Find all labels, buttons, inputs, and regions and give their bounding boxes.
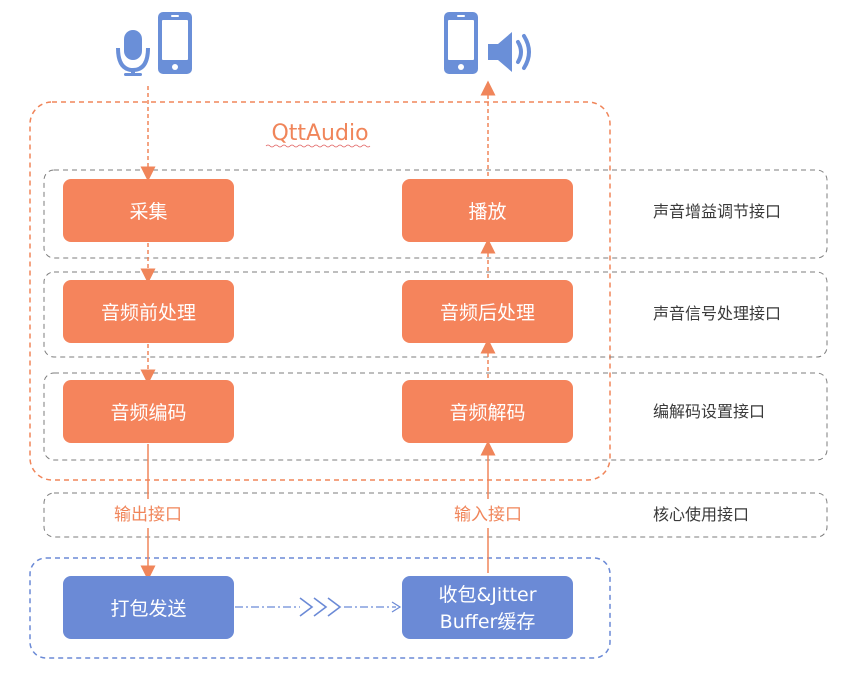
decode-box: 音频解码 [402, 380, 573, 443]
title-underline [265, 144, 371, 148]
core-usage-interface-label: 核心使用接口 [653, 505, 749, 524]
output-interface-label: 输出接口 [114, 505, 182, 525]
svg-text:打包发送: 打包发送 [110, 598, 186, 620]
qttaudio-container [29, 101, 611, 481]
svg-text:播放: 播放 [468, 201, 506, 223]
encode-box: 音频编码 [63, 380, 234, 443]
post-process-box: 音频后处理 [402, 280, 573, 343]
phone-icon [158, 12, 192, 74]
svg-text:音频后处理: 音频后处理 [440, 302, 535, 324]
speaker-icon [488, 32, 531, 72]
interface-row-volume-gain [43, 169, 828, 259]
svg-text:采集: 采集 [129, 201, 167, 223]
input-interface-label: 输入接口 [454, 505, 522, 525]
pre-process-box: 音频前处理 [63, 280, 234, 343]
interface-row-signal-processing [43, 271, 828, 358]
interface-row-codec-settings [43, 372, 828, 461]
volume-gain-interface-label: 声音增益调节接口 [653, 202, 781, 221]
codec-settings-interface-label: 编解码设置接口 [653, 402, 765, 421]
connector-network-arrowhead [391, 601, 402, 613]
signal-processing-interface-label: 声音信号处理接口 [653, 304, 781, 323]
capture-box: 采集 [63, 179, 234, 242]
svg-text:音频编码: 音频编码 [110, 402, 186, 424]
qttaudio-title: QttAudio [271, 121, 368, 146]
pack-send-box: 打包发送 [63, 576, 234, 639]
network-container [29, 557, 611, 659]
phone-icon [444, 12, 478, 74]
chevrons-icon [299, 597, 342, 617]
svg-text:收包&Jitter: 收包&Jitter [438, 584, 536, 606]
svg-text:Buffer缓存: Buffer缓存 [440, 611, 536, 633]
microphone-icon [116, 30, 150, 76]
interface-row-core-usage [43, 492, 828, 538]
svg-text:音频解码: 音频解码 [449, 402, 525, 424]
svg-text:音频前处理: 音频前处理 [101, 302, 196, 324]
receive-jitter-buffer-box: 收包&Jitter Buffer缓存 [402, 576, 573, 639]
playback-box: 播放 [402, 179, 573, 242]
